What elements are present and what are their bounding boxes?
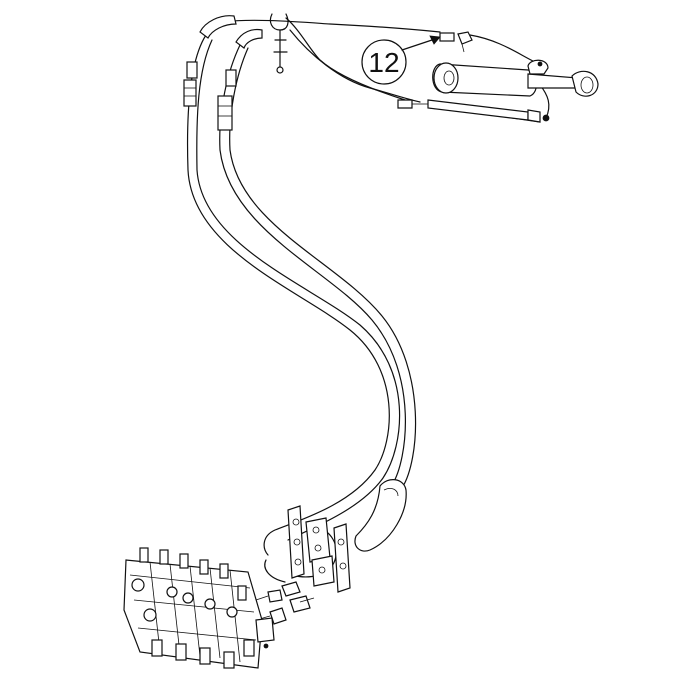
fitting-nut-2 bbox=[289, 595, 311, 613]
lower-pipe-nut bbox=[397, 99, 413, 109]
fitting-left-lower bbox=[183, 79, 197, 107]
lower-pipe bbox=[427, 99, 529, 121]
elbow-tube-middle bbox=[235, 28, 263, 49]
fitting-tee bbox=[267, 589, 283, 603]
spool-cap-4 bbox=[199, 559, 209, 575]
spool-cap-5 bbox=[219, 563, 229, 579]
callout-circle bbox=[361, 39, 407, 85]
hose-outer-2 bbox=[196, 39, 401, 541]
spool-end-1 bbox=[151, 639, 163, 657]
valve-port-2 bbox=[143, 608, 157, 622]
hose-cylinder-return bbox=[539, 84, 550, 119]
callout-arrowhead bbox=[429, 35, 441, 45]
valve-port-3 bbox=[182, 592, 194, 604]
callout-12: 12 bbox=[361, 35, 441, 85]
hose-routing bbox=[186, 17, 550, 583]
plate-left bbox=[287, 505, 305, 579]
upper-fittings bbox=[183, 13, 289, 131]
fitting-left-upper bbox=[186, 61, 198, 79]
elbow-tube-large bbox=[354, 479, 407, 552]
hose-top-right bbox=[469, 34, 536, 63]
lower-elbow bbox=[354, 479, 407, 552]
fitting-right-upper bbox=[225, 69, 237, 87]
spool-cap-3 bbox=[179, 553, 189, 569]
fitting-top-b bbox=[457, 31, 473, 45]
valve-fittings bbox=[255, 581, 315, 625]
callout-number: 12 bbox=[368, 47, 399, 78]
spool-cap-2 bbox=[159, 549, 169, 565]
hose-lower-left bbox=[264, 559, 286, 583]
control-valve-bank bbox=[123, 547, 275, 669]
spool-end-3 bbox=[199, 647, 211, 665]
hydraulic-cylinder bbox=[397, 31, 599, 123]
plate-clamp bbox=[311, 555, 335, 587]
plate-right bbox=[333, 523, 351, 593]
fitting-right-lower bbox=[217, 95, 233, 131]
mounting-plates bbox=[287, 505, 351, 593]
valve-port-4 bbox=[204, 598, 216, 610]
shackle bbox=[269, 13, 289, 31]
fitting-top-a bbox=[439, 32, 455, 42]
spool-cap-6 bbox=[237, 585, 247, 601]
valve-port-5 bbox=[226, 606, 238, 618]
hose-inner-2 bbox=[229, 47, 417, 489]
elbow-tube-left bbox=[199, 15, 237, 39]
hose-top-cross bbox=[285, 17, 406, 101]
hose-outer bbox=[186, 34, 390, 556]
spool-end-5 bbox=[243, 639, 255, 657]
relief-valve bbox=[255, 617, 275, 643]
lower-pipe-end bbox=[527, 109, 541, 123]
cylinder-end-cap bbox=[433, 62, 459, 94]
lower-pipe-plug bbox=[542, 114, 550, 122]
hose-top-loop bbox=[224, 19, 441, 33]
spool-cap-1 bbox=[139, 547, 149, 563]
shackle-pin bbox=[276, 66, 284, 74]
fitting-nut-1 bbox=[281, 581, 301, 597]
spool-end-2 bbox=[175, 643, 187, 661]
spool-end-4 bbox=[223, 651, 235, 669]
hose-inner bbox=[219, 44, 406, 486]
valve-port-1 bbox=[131, 578, 145, 592]
cylinder-port bbox=[527, 59, 549, 75]
hose-top-loop-2 bbox=[289, 29, 421, 103]
plate-middle bbox=[305, 517, 331, 563]
valve-port-6 bbox=[166, 586, 178, 598]
cylinder-rod bbox=[527, 73, 579, 89]
